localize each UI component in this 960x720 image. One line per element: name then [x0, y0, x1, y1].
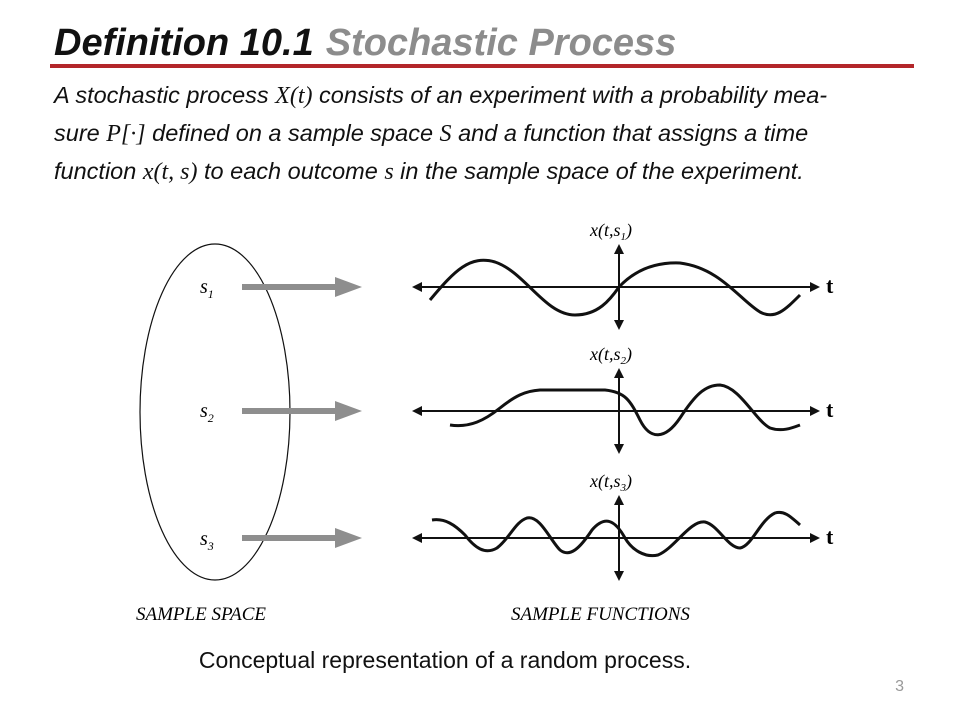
sample-function-plot-1: x(t,s1) t [412, 220, 834, 330]
function-label-1: x(t,s1) [589, 220, 632, 243]
def-text: consists of an experiment with a probabi… [312, 82, 828, 108]
def-text: to each outcome [197, 158, 385, 184]
sample-space-label: SAMPLE SPACE [136, 604, 266, 625]
def-math: S [439, 121, 452, 147]
def-math: P[·] [106, 121, 146, 147]
definition-line-1: A stochastic process X(t) consists of an… [54, 78, 934, 113]
definition-line-2: sure P[·] defined on a sample space S an… [54, 116, 934, 151]
outcome-label-s2: s2 [200, 400, 214, 425]
time-axis-label-1: t [826, 273, 834, 298]
sample-function-plot-2: x(t,s2) t [412, 344, 834, 454]
title-underline [50, 64, 914, 68]
def-text: defined on a sample space [145, 120, 440, 146]
sample-function-plot-3: x(t,s3) t [412, 471, 834, 581]
def-text: and a function that assigns a time [451, 120, 809, 146]
outcome-label-s1: s1 [200, 276, 214, 301]
function-label-3: x(t,s3) [589, 471, 632, 494]
title-number: Definition 10.1 [54, 22, 314, 64]
slide-title: Definition 10.1 Stochastic Process [54, 22, 676, 65]
def-math: x(t, s) [142, 159, 198, 185]
def-text: function [54, 158, 143, 184]
def-math: X(t) [275, 83, 313, 109]
def-text: A stochastic process [54, 82, 276, 108]
page-number: 3 [895, 678, 904, 695]
sample-functions-label: SAMPLE FUNCTIONS [511, 604, 690, 625]
sample-function-curve-3 [431, 510, 801, 558]
mapping-arrow-3 [242, 528, 362, 548]
time-axis-label-2: t [826, 397, 834, 422]
sample-function-curve-1 [428, 258, 802, 317]
def-text: sure [54, 120, 107, 146]
mapping-arrow-2 [242, 401, 362, 421]
title-name: Stochastic Process [325, 22, 677, 64]
figure-caption: Conceptual representation of a random pr… [198, 647, 692, 673]
sample-function-curve-2 [449, 383, 801, 437]
function-label-2: x(t,s2) [589, 344, 632, 367]
outcome-label-s3: s3 [200, 528, 214, 553]
def-math: s [384, 159, 394, 185]
def-text: in the sample space of the experiment. [393, 158, 804, 184]
time-axis-label-3: t [826, 524, 834, 549]
mapping-arrow-1 [242, 277, 362, 297]
definition-line-3: function x(t, s) to each outcome s in th… [54, 154, 934, 189]
